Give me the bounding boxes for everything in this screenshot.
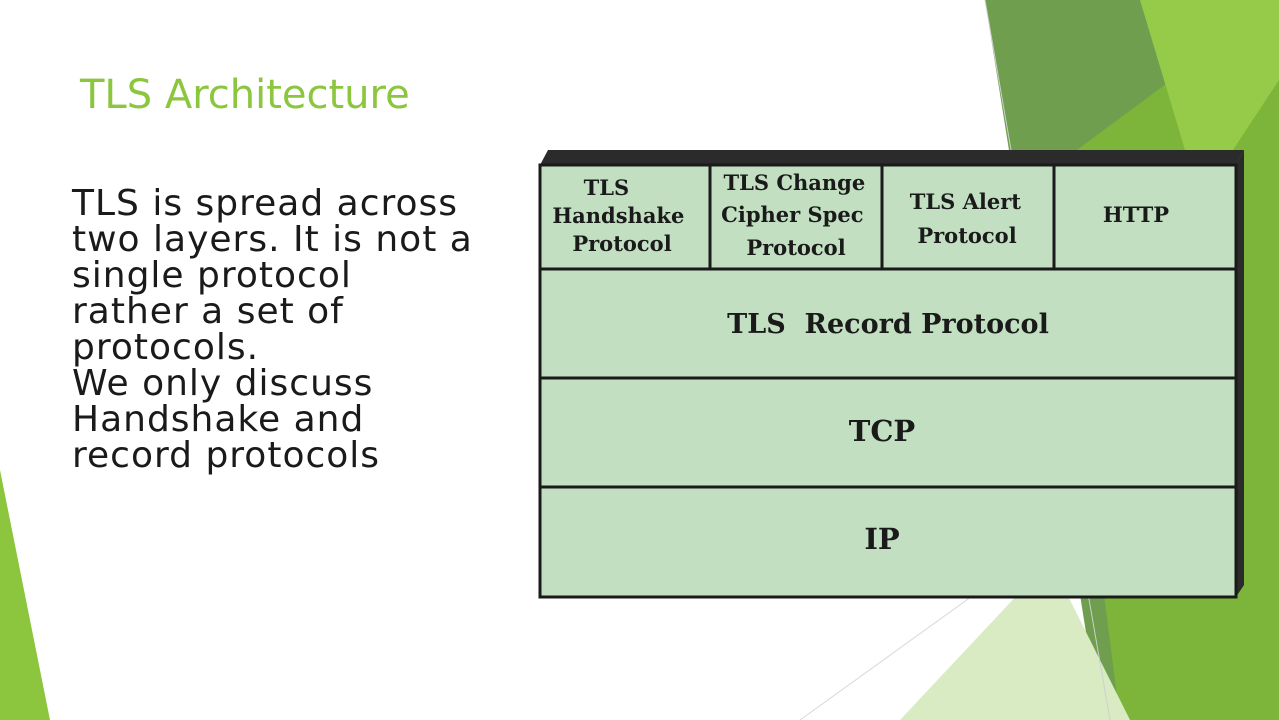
cell-handshake-line: Handshake	[552, 203, 684, 228]
body-line: rather a set of	[72, 291, 344, 332]
tls-architecture-diagram: TLS Handshake Protocol TLS Change Cipher…	[538, 150, 1244, 599]
cell-handshake-line: Protocol	[572, 231, 671, 256]
layer-record-protocol: TLS Record Protocol	[727, 309, 1049, 340]
cell-alert-line: Protocol	[917, 223, 1016, 248]
body-line: record protocols	[72, 435, 381, 476]
cell-change-cipher-spec-line: Protocol	[746, 235, 845, 260]
body-line: Handshake and	[72, 399, 365, 440]
cell-http-line: HTTP	[1103, 202, 1169, 227]
diagram-top-face	[540, 150, 1244, 165]
deco-shape-bottom-light	[900, 560, 1130, 720]
cell-change-cipher-spec-line: Cipher Spec	[721, 202, 863, 227]
body-line: single protocol	[72, 255, 352, 296]
body-line: two layers. It is not a	[72, 219, 473, 260]
layer-tcp: TCP	[849, 414, 916, 448]
cell-alert: TLS Alert Protocol	[910, 189, 1029, 248]
cell-handshake: TLS Handshake Protocol	[552, 175, 691, 256]
deco-shape-right-light2	[1140, 0, 1279, 200]
cell-alert-line: TLS Alert	[910, 189, 1022, 214]
cell-http: HTTP	[1103, 202, 1169, 227]
slide-title: TLS Architecture	[80, 72, 410, 118]
body-line: protocols.	[72, 327, 260, 368]
cell-change-cipher-spec: TLS Change Cipher Spec Protocol	[721, 170, 872, 260]
body-line: TLS is spread across	[72, 183, 459, 224]
deco-shape-left	[0, 470, 50, 720]
body-line: We only discuss	[72, 363, 374, 404]
layer-ip: IP	[864, 522, 900, 556]
cell-change-cipher-spec-line: TLS Change	[723, 170, 865, 195]
slide-body-text: TLS is spread across two layers. It is n…	[72, 186, 527, 474]
side-bump	[1236, 257, 1244, 269]
cell-handshake-line: TLS	[584, 175, 630, 200]
diagram-front-face	[538, 163, 1238, 599]
